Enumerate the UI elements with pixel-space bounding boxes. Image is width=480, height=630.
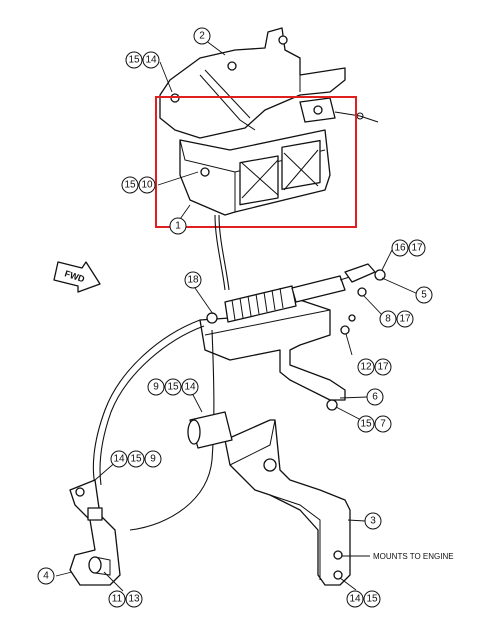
upper-mounting-bracket (159, 27, 346, 139)
callout-5: 5 (415, 286, 433, 304)
callout-14-15-bottom: 14 15 (346, 590, 381, 608)
svg-text:13: 13 (128, 594, 140, 605)
svg-text:14: 14 (184, 382, 196, 393)
actuator-housing (179, 97, 379, 216)
svg-text:10: 10 (141, 180, 153, 191)
callout-3: 3 (364, 512, 382, 530)
callout-9-15-14: 9 15 14 (147, 378, 199, 396)
svg-text:15: 15 (366, 594, 378, 605)
svg-text:15: 15 (124, 180, 136, 191)
svg-text:2: 2 (199, 31, 205, 42)
svg-text:15: 15 (130, 454, 142, 465)
control-cable-lower (92, 319, 201, 486)
svg-text:3: 3 (370, 516, 376, 527)
callout-2: 2 (193, 27, 211, 45)
svg-text:8: 8 (385, 314, 391, 325)
callout-12-17: 12 17 (357, 358, 392, 376)
callout-18: 18 (184, 271, 202, 289)
callout-16-17: 16 17 (391, 239, 426, 257)
svg-text:9: 9 (150, 454, 156, 465)
control-cable-upper (214, 214, 226, 291)
svg-text:14: 14 (349, 594, 361, 605)
callout-15-7: 15 7 (357, 415, 392, 433)
callout-15-10: 15 10 (121, 176, 156, 194)
cable-bellows (224, 285, 297, 323)
svg-text:15: 15 (128, 55, 140, 66)
svg-text:17: 17 (377, 362, 389, 373)
highlight-box (155, 96, 357, 228)
callout-4: 4 (37, 567, 55, 585)
callout-15-14-top: 15 14 (125, 51, 160, 69)
svg-text:15: 15 (167, 382, 179, 393)
callout-8-17: 8 17 (379, 310, 414, 328)
svg-text:1: 1 (175, 221, 181, 232)
svg-text:17: 17 (399, 314, 411, 325)
svg-text:4: 4 (43, 571, 49, 582)
svg-text:5: 5 (421, 290, 427, 301)
svg-text:14: 14 (113, 454, 125, 465)
svg-text:11: 11 (112, 594, 123, 605)
svg-text:14: 14 (145, 55, 157, 66)
svg-text:17: 17 (411, 243, 423, 254)
svg-text:16: 16 (394, 243, 406, 254)
svg-text:9: 9 (153, 382, 159, 393)
svg-text:12: 12 (360, 362, 372, 373)
lower-left-bracket (69, 479, 121, 586)
svg-text:7: 7 (380, 419, 386, 430)
lower-pivot-arm (187, 411, 351, 586)
mounts-to-engine-label: MOUNTS TO ENGINE (373, 552, 454, 561)
callout-6: 6 (366, 388, 384, 406)
callout-14-15-9: 14 15 9 (110, 450, 162, 468)
callout-1: 1 (169, 217, 187, 235)
svg-text:15: 15 (360, 419, 372, 430)
cable-support-bracket (199, 263, 386, 411)
svg-text:6: 6 (372, 392, 378, 403)
forward-arrow: FWD (53, 261, 101, 293)
callout-11-13: 11 13 (108, 590, 143, 608)
svg-text:18: 18 (187, 275, 199, 286)
